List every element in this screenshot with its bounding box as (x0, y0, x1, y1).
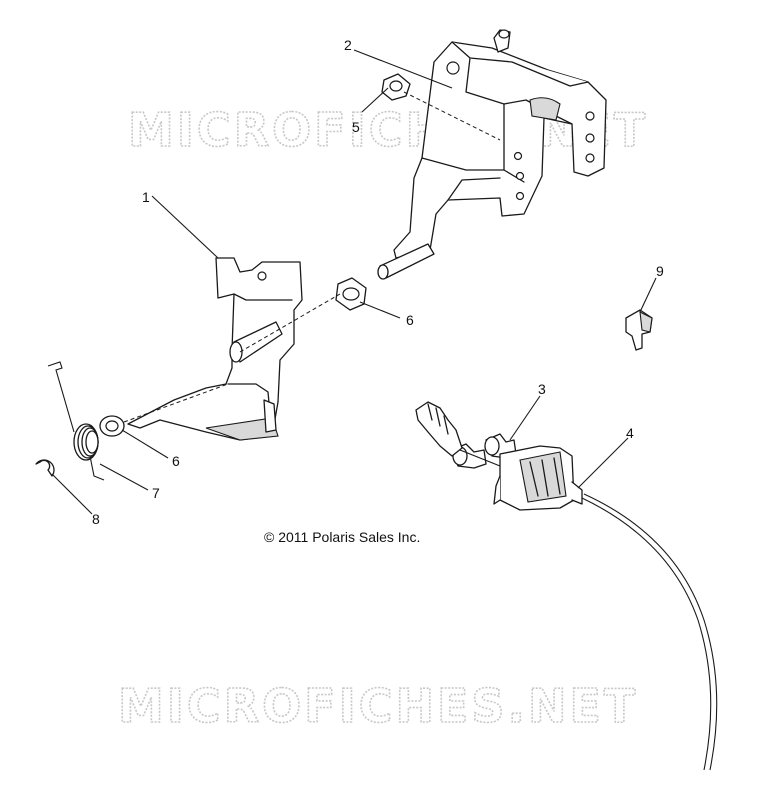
copyright-text: © 2011 Polaris Sales Inc. (264, 529, 420, 545)
bushing-left (99, 415, 125, 437)
callout-6-upper: 6 (406, 312, 414, 328)
callout-5: 5 (352, 119, 360, 135)
callout-3: 3 (538, 381, 546, 397)
callout-1: 1 (142, 189, 150, 205)
alignment-line-lower (123, 383, 229, 423)
callout-6-lower: 6 (172, 453, 180, 469)
leader-1 (151, 195, 219, 259)
leader-6-lower (121, 429, 169, 459)
leader-2 (353, 49, 453, 89)
pedal-assembly (127, 257, 303, 441)
leader-6-upper (359, 301, 401, 319)
callout-7: 7 (152, 485, 160, 501)
leader-5 (361, 87, 389, 113)
small-clip (625, 309, 653, 351)
leader-7 (99, 463, 149, 491)
bushing-middle (335, 277, 367, 311)
leader-3 (509, 395, 541, 441)
return-spring (47, 361, 105, 481)
e-clip (35, 459, 55, 477)
bushing-top (381, 73, 411, 101)
callout-4: 4 (626, 425, 634, 441)
throttle-cable (415, 401, 718, 771)
callout-2: 2 (344, 37, 352, 53)
mounting-bracket (377, 29, 607, 280)
alignment-line-middle (239, 293, 341, 353)
alignment-line-upper (403, 91, 501, 141)
watermark-bottom: MICROFICHES.NET (118, 679, 638, 733)
leader-8 (51, 473, 93, 515)
leader-9 (639, 277, 657, 313)
callout-8: 8 (92, 511, 100, 527)
leader-4 (577, 437, 629, 489)
callout-9: 9 (656, 263, 664, 279)
